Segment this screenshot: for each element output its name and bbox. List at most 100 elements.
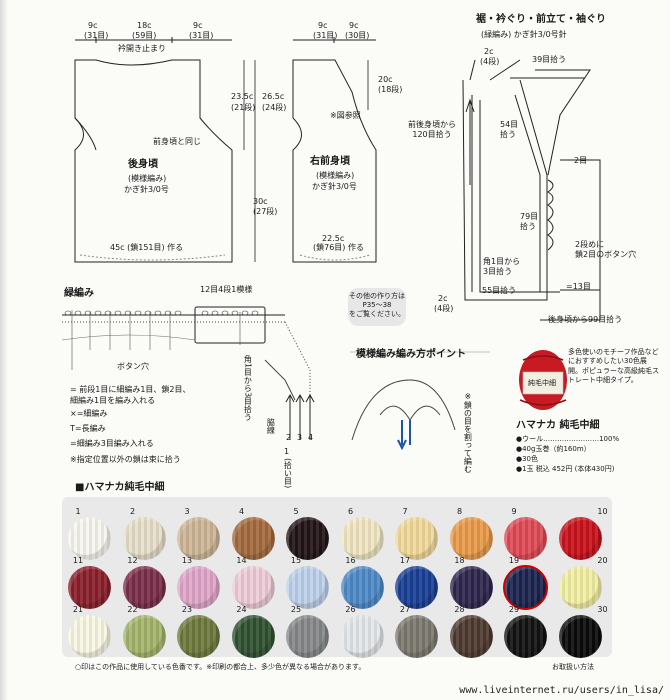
front-figure-ref: ※図参照 bbox=[330, 111, 361, 120]
color-swatch-19 bbox=[503, 565, 548, 610]
back-height-2-rows: (24段) bbox=[262, 103, 287, 112]
back-height-1-rows: (21段) bbox=[231, 103, 256, 112]
product-description: 多色使いのモチーフ作品などにおすすめしたい30色展開。ポピュラーな高級純毛ストレ… bbox=[568, 348, 659, 385]
back-side-note: 前身頃と同じ bbox=[153, 137, 201, 146]
back-height-lower-rows: (27段) bbox=[253, 207, 278, 216]
color-swatch-number: 24 bbox=[236, 605, 247, 614]
chart-buttonhole-label: ボタン穴 bbox=[117, 362, 149, 371]
back-title: 後身頃 bbox=[128, 159, 158, 170]
front-height-top: 20c bbox=[378, 75, 393, 84]
color-swatch-number: 16 bbox=[345, 556, 356, 565]
color-swatch-13 bbox=[177, 566, 220, 609]
color-swatch-28 bbox=[449, 615, 493, 658]
color-swatch-number: 9 bbox=[511, 507, 517, 516]
color-swatch-18 bbox=[449, 566, 493, 609]
color-swatch-22 bbox=[122, 615, 166, 658]
back-width-right: 9c bbox=[193, 21, 203, 30]
color-swatch-21 bbox=[68, 615, 111, 658]
color-swatch-number: 14 bbox=[236, 556, 247, 565]
back-height-1: 23.5c bbox=[231, 92, 254, 101]
color-swatch-number: 11 bbox=[72, 556, 84, 565]
color-section-title: ■ハマナカ純毛中細 bbox=[75, 482, 165, 493]
color-swatch-24 bbox=[231, 615, 275, 658]
color-swatch-number: 18 bbox=[454, 556, 465, 565]
edging-bottom-left-rows: (4段) bbox=[434, 304, 454, 313]
color-swatch-5 bbox=[286, 517, 329, 560]
front-height-top-rows: (18段) bbox=[378, 85, 403, 94]
color-swatch-1 bbox=[68, 517, 111, 560]
back-neck-note: 衿開き止まり bbox=[118, 44, 166, 53]
edging-pick-39: 39目拾う bbox=[532, 55, 567, 64]
color-swatch-2 bbox=[122, 517, 166, 560]
color-swatch-14 bbox=[231, 566, 275, 609]
color-swatch-number: 27 bbox=[399, 605, 411, 614]
color-swatch-number: 29 bbox=[508, 605, 520, 614]
color-swatch-4 bbox=[231, 517, 275, 560]
back-width-left-rows: (31目) bbox=[84, 31, 109, 40]
point-note: ※鎖の目を割って編む bbox=[463, 392, 473, 473]
point-diagram bbox=[351, 379, 456, 441]
legend-symbol-4: =細編み3目編み入れる bbox=[70, 439, 154, 448]
front-width-right-rows: (30目) bbox=[345, 31, 370, 40]
washing-label: お取扱い方法 bbox=[552, 663, 594, 671]
color-swatch-27 bbox=[395, 615, 438, 658]
product-spec-2: ●40g玉巻（約160m） bbox=[516, 445, 591, 453]
chart-other-ref-bubble: その他の作り方は P35～38 をご覧ください。 bbox=[348, 288, 406, 326]
point-title: 模様編み編み方ポイント bbox=[356, 349, 466, 360]
color-swatch-number: 1 bbox=[75, 507, 81, 516]
front-bottom-rows: (鎖76目) 作る bbox=[313, 243, 364, 252]
edging-title: 裾・衿ぐり・前立て・袖ぐり bbox=[476, 14, 606, 25]
color-swatch-8 bbox=[449, 517, 493, 560]
edging-bottom-left: 2c bbox=[438, 294, 448, 303]
edging-buttonhole: 2段めに 鎖2目のボタン穴 bbox=[575, 240, 637, 260]
edging-pick-79: 79目 拾う bbox=[520, 212, 539, 232]
back-width-mid-rows: (59目) bbox=[132, 31, 157, 40]
legend-symbol-1: = 前段1目に細編み1目、鎖2目、 細編み1目を編み入れる bbox=[70, 385, 191, 406]
color-swatch-number: 17 bbox=[399, 556, 411, 565]
chart-edge-num: 1 bbox=[284, 447, 290, 456]
color-swatch-7 bbox=[395, 517, 438, 560]
front-width-left-rows: (31目) bbox=[313, 31, 338, 40]
color-swatch-25 bbox=[286, 615, 329, 658]
color-swatch-number: 22 bbox=[127, 605, 138, 614]
color-swatch-29 bbox=[504, 615, 547, 658]
yarn-ball-illustration bbox=[519, 350, 567, 410]
color-swatch-number: 13 bbox=[181, 556, 193, 565]
color-swatch-20 bbox=[558, 566, 602, 609]
color-swatch-17 bbox=[395, 566, 438, 609]
edging-top-left: 2c bbox=[484, 47, 494, 56]
color-swatch-number: 10 bbox=[597, 507, 608, 516]
color-swatch-number: 23 bbox=[181, 605, 193, 614]
edging-corner: 角1目から 3目拾う bbox=[483, 257, 521, 277]
color-swatch-3 bbox=[177, 517, 220, 560]
chart-edge-pick: (拾い目) bbox=[283, 458, 293, 489]
front-pattern: (模様編み) bbox=[316, 171, 355, 180]
back-body-outline bbox=[74, 59, 233, 263]
edging-top-left-rows: (4段) bbox=[480, 57, 500, 66]
chart-arrow-2: 2 bbox=[286, 433, 292, 442]
edging-pick-55: 55目拾う bbox=[482, 286, 517, 295]
chart-arrow-3: 3 bbox=[297, 433, 303, 442]
back-width-left: 9c bbox=[88, 21, 98, 30]
color-swatch-number: 4 bbox=[238, 507, 245, 516]
chart-top-note: 12目4段1模様 bbox=[200, 285, 253, 294]
front-width-left: 9c bbox=[318, 21, 328, 30]
edging-row-2: 2目 bbox=[574, 156, 588, 165]
color-swatch-number: 28 bbox=[454, 605, 465, 614]
edging-pick-99: 後身頃から99目拾う bbox=[548, 315, 623, 324]
color-swatch-number: 3 bbox=[184, 507, 190, 516]
color-swatch-number: 19 bbox=[508, 556, 520, 565]
legend-symbol-3: T=長編み bbox=[70, 424, 106, 433]
color-swatch-number: 12 bbox=[127, 556, 138, 565]
color-swatch-number: 2 bbox=[129, 507, 136, 516]
front-title: 右前身頃 bbox=[310, 156, 350, 167]
product-spec-4: ●1玉 税込 452円 (本体430円) bbox=[516, 465, 615, 473]
chart-edge-label: 脇線 bbox=[266, 418, 276, 434]
watermark-url[interactable]: www.liveinternet.ru/users/in_lisa/ bbox=[459, 685, 664, 696]
back-pattern: (模様編み) bbox=[128, 174, 167, 183]
color-swatch-26 bbox=[340, 615, 384, 658]
color-swatch-number: 21 bbox=[72, 605, 84, 614]
product-label-brand: 純毛中細 bbox=[528, 379, 556, 387]
product-name: ハマナカ 純毛中細 bbox=[516, 420, 600, 431]
